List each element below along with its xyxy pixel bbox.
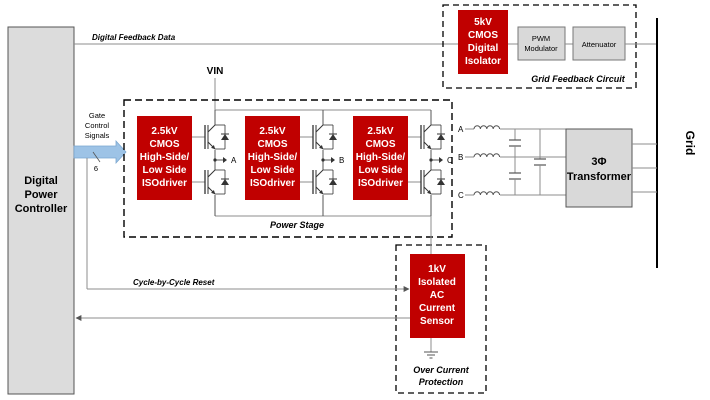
ocp-l1: Over Current — [413, 365, 470, 375]
filter-capacitor-icon — [509, 129, 546, 195]
gate-control-l3: Signals — [85, 131, 110, 140]
controller-label-line2: Power — [24, 189, 58, 201]
output-line-b: B — [458, 153, 566, 162]
gate-control-l2: Control — [85, 121, 110, 130]
isodriver-text-l1: 2.5kV — [367, 126, 393, 137]
pwm-modulator-l1: PWM — [532, 34, 550, 43]
grid-feedback-circuit: 5kV CMOS Digital Isolator PWM Modulator … — [442, 4, 657, 89]
attenuator-label: Attenuator — [582, 40, 617, 49]
output-label: B — [458, 153, 463, 162]
current-sensor-l2: Isolated — [418, 277, 456, 288]
current-sensor-l3: AC — [430, 290, 444, 301]
inductor-icon — [473, 125, 501, 130]
isodriver-text-l5: ISOdriver — [250, 178, 295, 189]
cycle-reset-signal: Cycle-by-Cycle Reset — [86, 158, 410, 292]
current-sensor-block — [410, 254, 465, 338]
output-label: C — [458, 191, 464, 200]
three-phase-output: A B C — [458, 125, 566, 200]
attenuator-block — [572, 26, 626, 61]
power-stage-border — [123, 99, 453, 238]
digital-isolator-block — [458, 10, 508, 74]
isodriver-text-l3: High-Side/ — [140, 152, 190, 163]
inductor-icon — [473, 191, 501, 196]
ground-icon — [424, 351, 438, 359]
current-sensor-l1: 1kV — [428, 264, 446, 275]
output-label: A — [458, 125, 464, 134]
isodriver-text-l1: 2.5kV — [151, 126, 177, 137]
cycle-reset-label: Cycle-by-Cycle Reset — [133, 278, 215, 287]
phase-tap-label: C — [447, 156, 453, 165]
gate-control-signals: Gate Control Signals 6 — [73, 111, 127, 173]
isodriver-block — [245, 116, 300, 200]
current-sensor-l4: Current — [419, 303, 456, 314]
inductor-icon — [473, 153, 501, 158]
isodriver-text-l4: Low Side — [251, 165, 295, 176]
isodriver-block — [137, 116, 192, 200]
digital-isolator-l2: CMOS — [468, 30, 498, 41]
isodriver-text-l5: ISOdriver — [358, 178, 403, 189]
isodriver-text-l5: ISOdriver — [142, 178, 187, 189]
gate-signal-count: 6 — [94, 164, 98, 173]
isodriver-text-l3: High-Side/ — [248, 152, 298, 163]
digital-isolator-l1: 5kV — [474, 17, 492, 28]
digital-power-controller: Digital Power Controller — [7, 26, 75, 395]
output-line-a: A — [458, 125, 566, 134]
ocp-l2: Protection — [419, 377, 464, 387]
controller-label-line1: Digital — [24, 175, 58, 187]
transformer-l1: 3Φ — [591, 156, 606, 168]
phase-tap-label: B — [339, 156, 344, 165]
isodriver-block — [353, 116, 408, 200]
digital-isolator-l3: Digital — [468, 43, 499, 54]
digital-isolator-l4: Isolator — [465, 56, 501, 67]
grid-feedback-border — [442, 4, 637, 89]
vin-label: VIN — [207, 66, 224, 77]
power-stage: Power Stage 2.5kV CMOS High-Side/Low SideI… — [123, 99, 453, 238]
phase-tap-label: A — [231, 156, 237, 165]
output-line-c: C — [458, 191, 566, 200]
grid-label: Grid — [683, 131, 697, 156]
igbt-half-bridge-icon: C — [420, 110, 453, 216]
controller-label-line3: Controller — [15, 203, 68, 215]
gate-signal-bus-arrow — [73, 139, 127, 165]
igbt-half-bridge-icon: B — [312, 110, 344, 216]
gate-control-l1: Gate — [89, 111, 105, 120]
pwm-modulator-l2: Modulator — [524, 44, 558, 53]
grid-feedback-label: Grid Feedback Circuit — [531, 74, 626, 84]
isodriver-text-l3: High-Side/ — [356, 152, 406, 163]
igbt-half-bridge-icon: A — [204, 110, 237, 216]
isodriver-text-l1: 2.5kV — [259, 126, 285, 137]
current-sensor-l5: Sensor — [420, 316, 454, 327]
isodriver-text-l2: CMOS — [258, 139, 288, 150]
three-phase-transformer: 3Φ Transformer — [565, 128, 657, 208]
isodriver-text-l4: Low Side — [359, 165, 403, 176]
over-current-protection: 1kV Isolated AC Current Sensor Over Curr… — [395, 216, 487, 394]
digital-feedback-label: Digital Feedback Data — [92, 33, 176, 42]
vin-rail: VIN — [207, 66, 431, 111]
transformer-l2: Transformer — [567, 171, 632, 183]
isodriver-text-l4: Low Side — [143, 165, 187, 176]
digital-feedback-line: Digital Feedback Data — [74, 33, 458, 45]
isodriver-text-l2: CMOS — [150, 139, 180, 150]
grid-bus: Grid — [656, 18, 697, 268]
power-stage-label: Power Stage — [270, 220, 324, 230]
ocp-border — [395, 244, 487, 394]
isodriver-text-l2: CMOS — [366, 139, 396, 150]
